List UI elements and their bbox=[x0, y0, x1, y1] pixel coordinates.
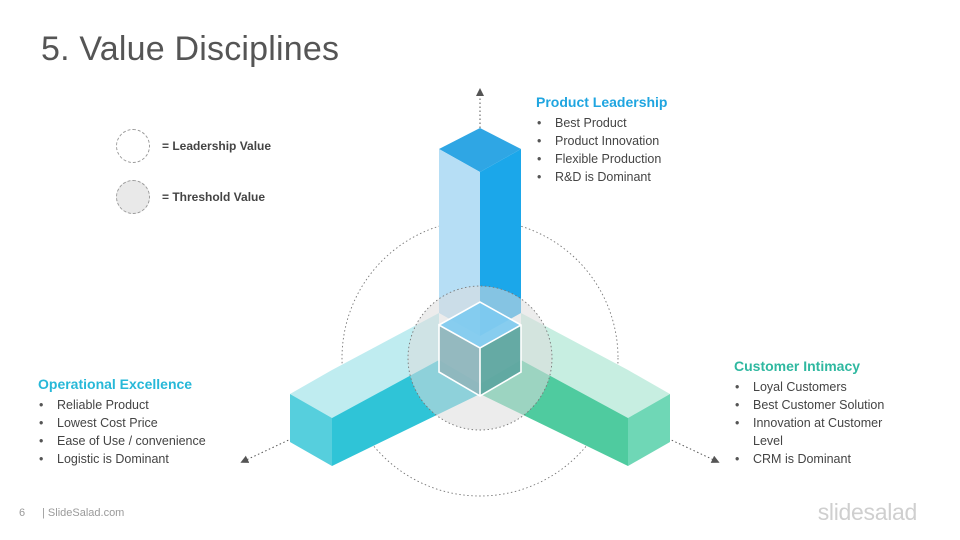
legend-threshold-label: = Threshold Value bbox=[162, 190, 266, 204]
legend-threshold: = Threshold Value bbox=[116, 180, 265, 214]
customer-intimacy-block: Customer Intimacy Loyal Customers Best C… bbox=[734, 358, 904, 468]
product-leadership-arm bbox=[439, 128, 521, 336]
list-item: Flexible Production bbox=[536, 150, 667, 168]
central-cube bbox=[438, 301, 522, 397]
product-leadership-block: Product Leadership Best Product Product … bbox=[536, 94, 667, 186]
list-item: Ease of Use / convenience bbox=[38, 432, 206, 450]
slide-title: 5. Value Disciplines bbox=[41, 30, 340, 68]
threshold-circle-icon bbox=[116, 180, 150, 214]
leadership-circle-icon bbox=[116, 129, 150, 163]
list-item: Innovation at Customer Level bbox=[734, 414, 904, 450]
footer-source: | SlideSalad.com bbox=[42, 507, 125, 519]
list-item: Best Product bbox=[536, 114, 667, 132]
operational-excellence-title: Operational Excellence bbox=[38, 376, 193, 392]
list-item: CRM is Dominant bbox=[734, 450, 904, 468]
product-leadership-list: Best Product Product Innovation Flexible… bbox=[536, 114, 667, 186]
legend-leadership-label: = Leadership Value bbox=[162, 139, 272, 153]
operational-excellence-block: Operational Excellence Reliable Product … bbox=[38, 376, 206, 468]
list-item: R&D is Dominant bbox=[536, 168, 667, 186]
list-item: Logistic is Dominant bbox=[38, 450, 206, 468]
list-item: Lowest Cost Price bbox=[38, 414, 206, 432]
customer-intimacy-title: Customer Intimacy bbox=[734, 358, 861, 374]
outer-threshold-circle bbox=[341, 219, 619, 497]
page-number: 6 bbox=[19, 507, 26, 519]
list-item: Product Innovation bbox=[536, 132, 667, 150]
list-item: Reliable Product bbox=[38, 396, 206, 414]
product-leadership-title: Product Leadership bbox=[536, 94, 668, 110]
brand-logo: slidesalad bbox=[817, 499, 918, 525]
legend-leadership: = Leadership Value bbox=[116, 129, 271, 163]
list-item: Loyal Customers bbox=[734, 378, 904, 396]
customer-intimacy-list: Loyal Customers Best Customer Solution I… bbox=[734, 378, 904, 468]
operational-excellence-list: Reliable Product Lowest Cost Price Ease … bbox=[38, 396, 206, 468]
list-item: Best Customer Solution bbox=[734, 396, 904, 414]
